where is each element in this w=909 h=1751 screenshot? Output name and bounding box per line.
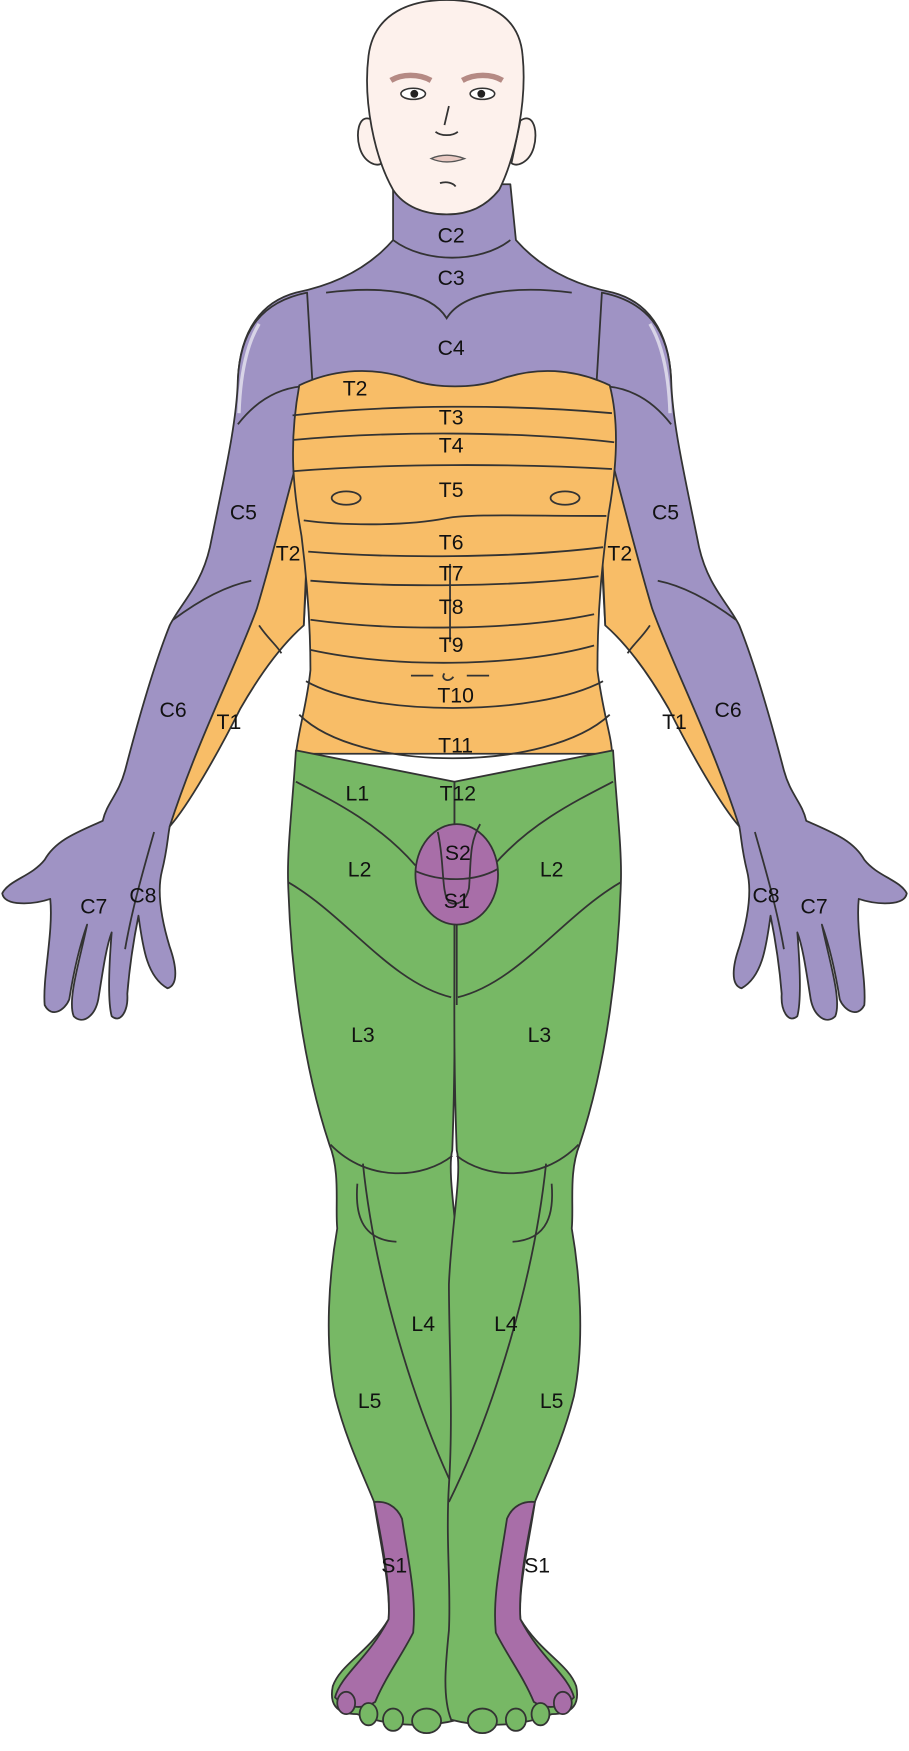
label-c3: C3	[438, 267, 465, 290]
c2-c3-boundary	[392, 239, 511, 259]
label-t2-right: T2	[607, 543, 632, 566]
label-c7-right: C7	[801, 895, 828, 918]
label-l3-left: L3	[351, 1024, 375, 1047]
label-l5-left: L5	[358, 1390, 382, 1413]
label-l2-right: L2	[540, 859, 564, 882]
label-c8-right: C8	[753, 884, 780, 907]
label-t10: T10	[437, 684, 474, 707]
right-eyebrow	[460, 72, 504, 83]
highlight	[237, 322, 261, 414]
label-t1-right: T1	[662, 711, 687, 734]
label-t11: T11	[438, 735, 473, 758]
label-t1-left: T1	[217, 711, 242, 734]
left-arm	[1, 291, 316, 1021]
left-arm-thoracic-strip	[168, 468, 312, 828]
label-c5-left: C5	[230, 501, 257, 524]
left-eyebrow	[389, 72, 433, 83]
label-l4-right: L4	[494, 1313, 518, 1336]
navel	[442, 672, 455, 681]
t1-t2-boundary-left	[258, 624, 283, 654]
label-s1-left-foot: S1	[381, 1554, 407, 1577]
label-c5-right: C5	[652, 501, 679, 524]
face	[366, 0, 525, 216]
label-t8: T8	[439, 596, 464, 619]
label-t2-chest: T2	[343, 377, 368, 400]
dermatome-labels: C2 C3 C4 T2 T3 T4 T5 T6 T7 T8 T9 T10 T11…	[80, 224, 827, 1577]
label-t6: T6	[439, 531, 464, 554]
label-l2-left: L2	[348, 859, 372, 882]
label-s1-groin: S1	[444, 890, 470, 913]
right-arm	[592, 290, 909, 1022]
c3-c4-boundary	[325, 288, 572, 320]
label-s1-right-foot: S1	[524, 1554, 550, 1577]
left-toes	[336, 1690, 442, 1735]
left-ear	[357, 117, 383, 166]
nose	[434, 105, 459, 137]
head	[357, 0, 537, 216]
label-c6-left: C6	[160, 699, 187, 722]
label-c6-right: C6	[715, 699, 742, 722]
label-t4: T4	[439, 434, 464, 457]
mouth	[429, 154, 467, 163]
label-c2: C2	[438, 224, 465, 247]
label-s2: S2	[445, 842, 471, 865]
label-l5-right: L5	[540, 1390, 564, 1413]
label-c8-left: C8	[129, 884, 156, 907]
right-nipple	[549, 490, 581, 506]
label-t7: T7	[439, 563, 464, 586]
label-t3: T3	[439, 406, 464, 429]
c5-c6-boundary-left	[172, 579, 252, 621]
label-l4-left: L4	[411, 1313, 435, 1336]
label-t2-left: T2	[276, 543, 301, 566]
c7-c8-boundary-left	[124, 831, 155, 950]
label-t12: T12	[440, 783, 477, 806]
left-leg	[287, 749, 465, 1735]
left-foot-sacral-region	[334, 1500, 415, 1708]
label-l1: L1	[346, 783, 370, 806]
label-c7-left: C7	[80, 895, 107, 918]
right-ear	[510, 117, 537, 166]
label-t9: T9	[439, 634, 464, 657]
label-t5: T5	[439, 479, 464, 502]
left-arm-region	[1, 291, 316, 1021]
label-l3-right: L3	[528, 1024, 552, 1047]
label-c4: C4	[438, 337, 465, 360]
left-nipple	[330, 490, 362, 506]
thoracic-boundaries	[292, 405, 615, 760]
c4-c5-boundary-left	[237, 385, 302, 425]
